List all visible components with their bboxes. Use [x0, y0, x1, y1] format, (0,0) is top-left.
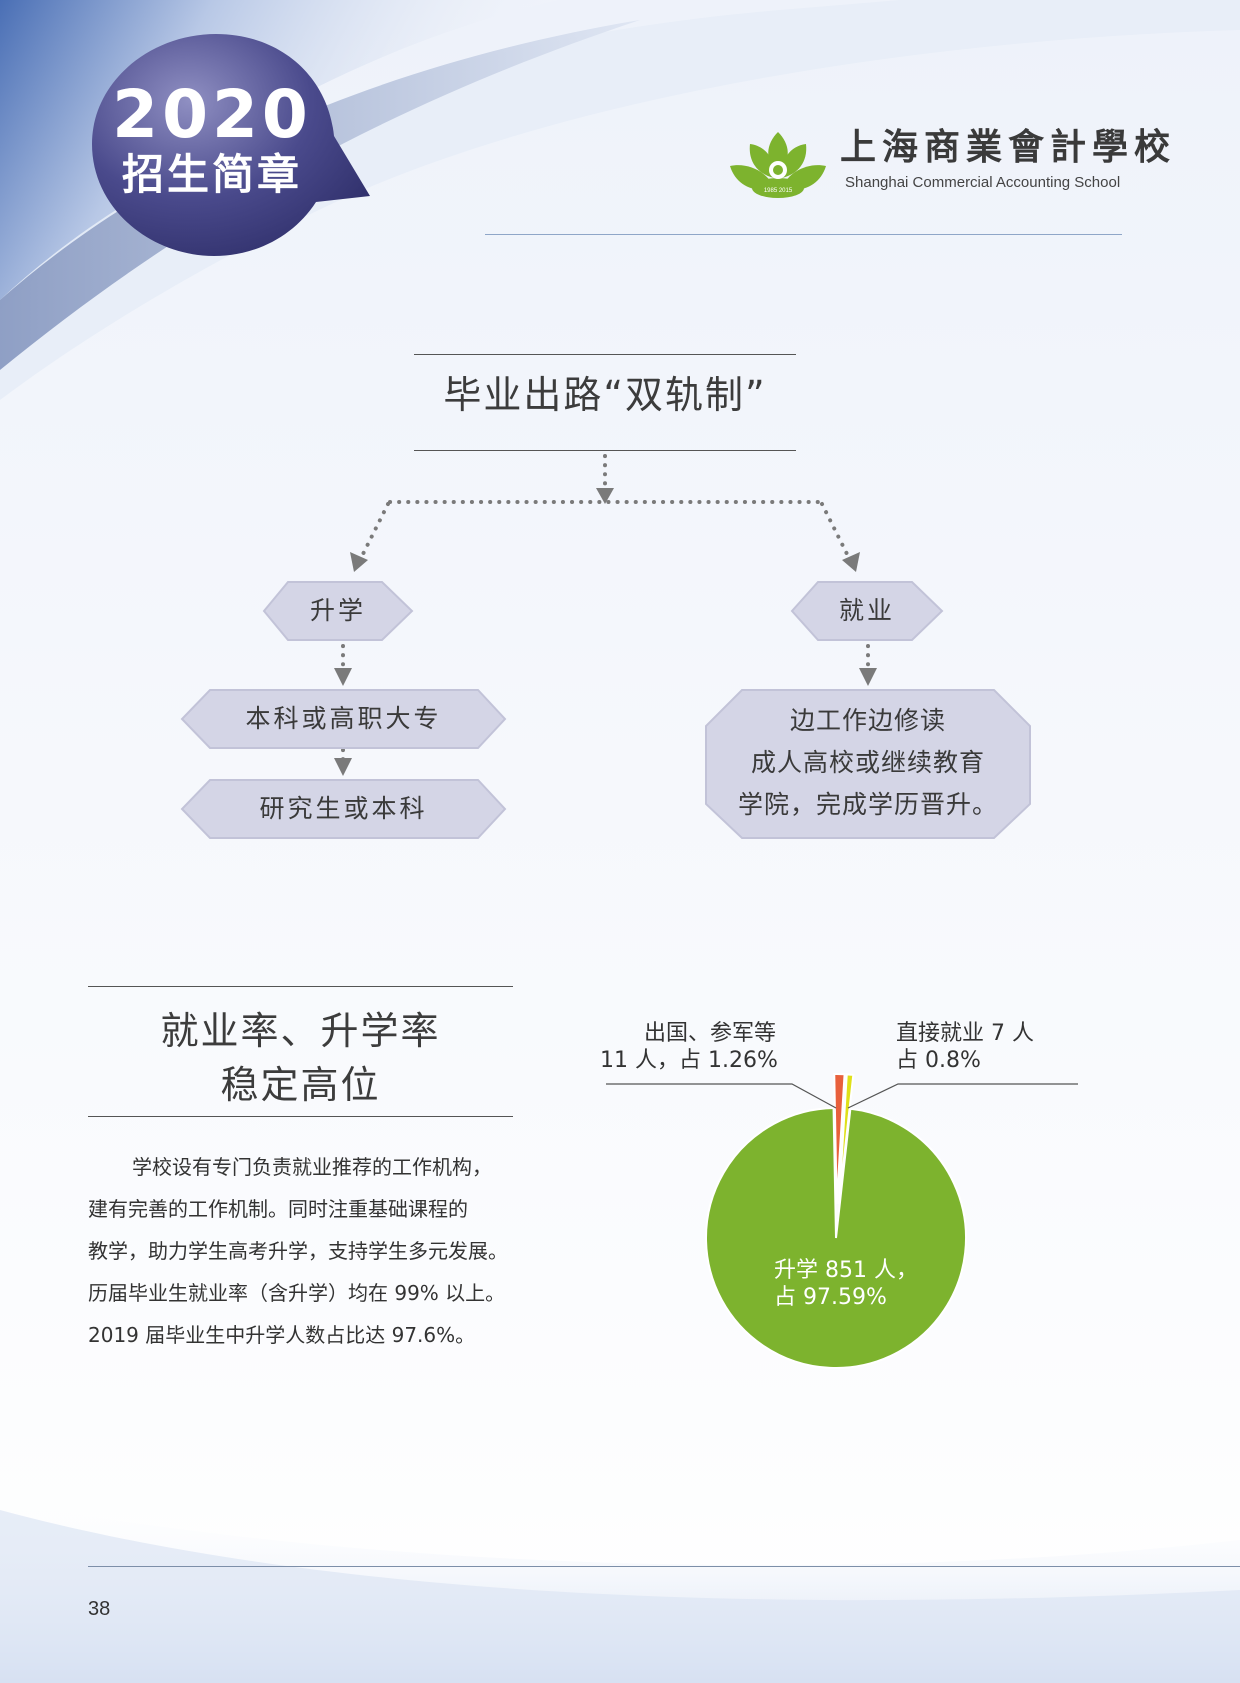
arrowhead-title — [596, 488, 614, 504]
section-title-rates: 就业率、升学率 稳定高位 — [88, 1004, 513, 1112]
pie-label-abroad: 出国、参军等 11 人，占 1.26% — [600, 1020, 778, 1074]
arrowhead-left-2 — [334, 758, 352, 776]
section-title-rates-line-2: 稳定高位 — [220, 1063, 381, 1107]
leader-line-employed — [847, 1083, 1078, 1109]
paragraph-line: 学校设有专门负责就业推荐的工作机构， — [132, 1155, 492, 1179]
header-divider — [485, 234, 1122, 235]
footer-divider — [88, 1566, 1240, 1567]
node-right-step-line-2: 成人高校或继续教育 — [750, 748, 985, 777]
connector-to-left-branch — [360, 502, 390, 558]
node-shape-left-step-2 — [180, 779, 507, 839]
section-title-paths: 毕业出路“双轨制” — [443, 373, 767, 417]
pie-label-further-study-line-2: 占 97.59% — [774, 1285, 887, 1310]
section-title-rates-line-1: 就业率、升学率 — [160, 1009, 441, 1053]
node-right-step-line-3: 学院，完成学历晋升。 — [737, 790, 998, 819]
pie-label-further-study-line-1: 升学 851 人， — [774, 1258, 918, 1283]
paragraph-line: 建有完善的工作机制。同时注重基础课程的 — [88, 1197, 468, 1221]
pie-label-employed-line-1: 直接就业 7 人 — [896, 1021, 1034, 1046]
node-shape-employment — [790, 581, 944, 641]
paragraph-line: 历届毕业生就业率（含升学）均在 99% 以上。 — [88, 1281, 506, 1305]
badge-year: 2020 — [112, 76, 312, 153]
section2-rule-bottom — [88, 1116, 513, 1117]
node-shape-left-step-1 — [180, 689, 507, 749]
badge-title: 招生简章 — [121, 150, 302, 199]
node-shape-further-study — [262, 581, 414, 641]
arrowhead-right-1 — [859, 668, 877, 686]
node-shape-right-step — [705, 689, 1031, 839]
pie-label-abroad-line-2: 11 人，占 1.26% — [600, 1048, 778, 1073]
pie-slice-further-study — [705, 1106, 967, 1369]
pie-label-abroad-line-1: 出国、参军等 — [643, 1021, 776, 1046]
section-title-rule-bottom — [414, 450, 796, 451]
school-name-cn: 上海商業會計學校 — [840, 126, 1177, 168]
logo-emblem-text: 1985 2015 — [764, 188, 793, 194]
paragraph-line: 教学，助力学生高考升学，支持学生多元发展。 — [88, 1239, 508, 1263]
badge-bubble — [92, 34, 370, 256]
leader-line-abroad — [606, 1083, 837, 1109]
node-employment: 就业 — [838, 596, 895, 625]
page-number: 38 — [88, 1598, 111, 1620]
lotus-logo-icon: 1985 2015 — [730, 132, 826, 198]
pie-slice-abroad — [833, 1073, 846, 1205]
section-title-rule-top — [414, 354, 796, 355]
section2-rule-top — [88, 986, 513, 987]
school-name-en: Shanghai Commercial Accounting School — [845, 174, 1121, 191]
arrowhead-right-branch — [842, 552, 860, 572]
node-right-step-line-1: 边工作边修读 — [789, 706, 946, 735]
pie-label-employed-line-2: 占 0.8% — [896, 1048, 981, 1073]
node-left-step-1: 本科或高职大专 — [245, 704, 442, 733]
pie-label-employed: 直接就业 7 人 占 0.8% — [896, 1020, 1034, 1074]
arrowhead-left-branch — [350, 552, 368, 572]
rates-paragraph: 学校设有专门负责就业推荐的工作机构， 建有完善的工作机制。同时注重基础课程的 教… — [88, 1146, 528, 1356]
connector-to-right-branch — [820, 502, 850, 558]
node-further-study: 升学 — [309, 596, 366, 625]
node-left-step-2: 研究生或本科 — [259, 794, 428, 823]
paragraph-line: 2019 届毕业生中升学人数占比达 97.6%。 — [88, 1323, 476, 1347]
arrowhead-left-1 — [334, 668, 352, 686]
pie-label-further-study: 升学 851 人， 占 97.59% — [774, 1257, 918, 1311]
